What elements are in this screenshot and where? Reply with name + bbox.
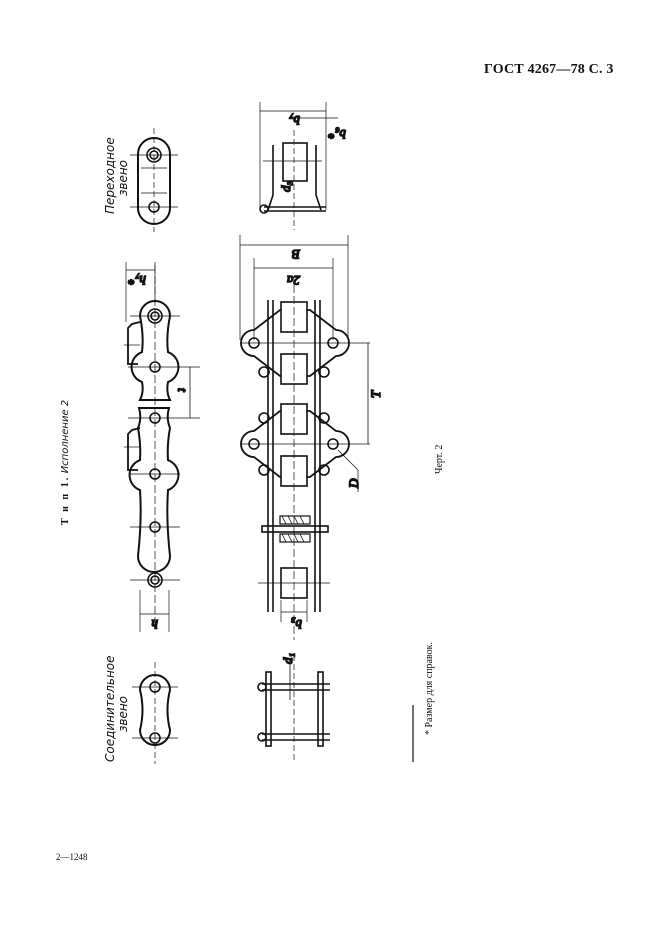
dim-d3: d₃ bbox=[278, 181, 293, 192]
connecting-link-drawing bbox=[132, 662, 178, 764]
dim-T: T bbox=[368, 390, 383, 398]
page-header: ГОСТ 4267—78 С. 3 bbox=[484, 62, 614, 77]
dim-2a: 2a bbox=[287, 273, 301, 288]
dim-B: B bbox=[292, 247, 300, 262]
dim-b6: b₆* bbox=[328, 127, 346, 142]
footer-code: 2—1248 bbox=[56, 852, 88, 862]
dim-h7: h₇* bbox=[128, 273, 146, 288]
dim-b3: b₃ bbox=[291, 617, 302, 632]
transitional-link-drawing bbox=[130, 128, 178, 232]
dim-D: D bbox=[346, 478, 361, 489]
chain-top-view bbox=[239, 102, 370, 760]
dim-h: h bbox=[152, 617, 159, 632]
dim-b7: b₇ bbox=[289, 113, 301, 128]
chain-side-view bbox=[124, 262, 200, 632]
dim-t: t bbox=[175, 388, 190, 392]
dim-d1: d₁ bbox=[280, 653, 295, 664]
